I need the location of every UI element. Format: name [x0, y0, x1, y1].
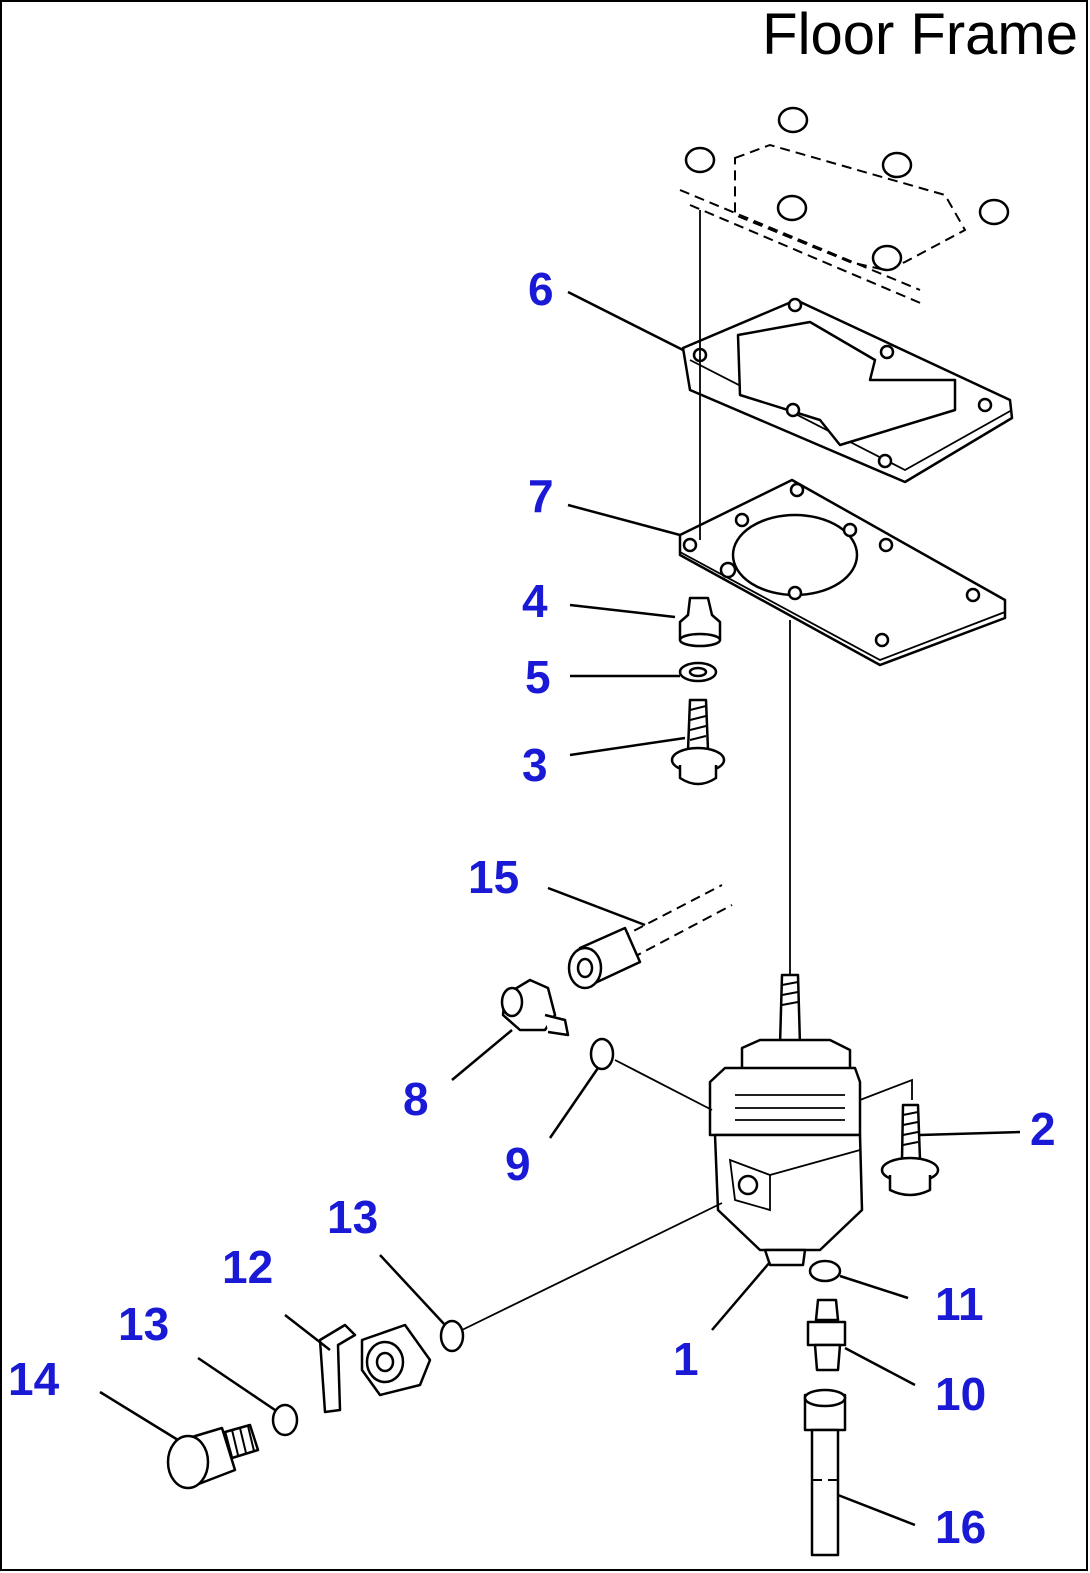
part-16-tube: [803, 1388, 847, 1557]
part-9-oring: [589, 1037, 615, 1071]
callout-3: 3: [522, 739, 548, 791]
connector-oring13-body: [461, 1202, 723, 1331]
part-3-bolt: [670, 698, 726, 786]
callout-7: 7: [528, 470, 554, 522]
callout-12: 12: [222, 1241, 273, 1293]
part-8-elbow: [500, 978, 570, 1037]
part-2-bolt: [880, 1103, 940, 1197]
callout-8: 8: [403, 1073, 429, 1125]
connector-oring9-body: [614, 1059, 713, 1111]
part-13-oring-lower: [271, 1403, 299, 1437]
part-15-hose: [567, 884, 733, 990]
callout-11: 11: [935, 1278, 984, 1330]
diagram-title: Floor Frame: [762, 2, 1078, 67]
callout-2: 2: [1030, 1103, 1056, 1155]
part-6-plate: [681, 297, 1014, 484]
callout-4: 4: [522, 575, 548, 627]
part-5-washer: [678, 661, 718, 683]
callout-14: 14: [8, 1353, 60, 1405]
floor-plate: [679, 106, 1010, 306]
part-12-banjo: [318, 1323, 432, 1414]
callout-10: 10: [935, 1368, 986, 1420]
part-14-banjo-bolt: [166, 1423, 260, 1490]
part-13-oring-upper: [439, 1319, 465, 1353]
part-1-valve-body: [708, 973, 913, 1267]
callout-16: 16: [935, 1501, 986, 1553]
callout-5: 5: [525, 651, 551, 703]
callout-13-lower: 13: [118, 1298, 169, 1350]
leader-lines: [99, 290, 1021, 1527]
callout-1: 1: [673, 1333, 699, 1385]
part-4-stopper: [678, 596, 722, 648]
part-11-oring: [808, 1259, 842, 1283]
callout-labels: 6 7 4 5 3 15 8 9 2 13 12 13 14 1 11 10 1…: [8, 263, 1056, 1553]
callout-13-upper: 13: [327, 1191, 378, 1243]
callout-15: 15: [468, 851, 519, 903]
callout-9: 9: [505, 1138, 531, 1190]
part-10-fitting: [806, 1298, 847, 1372]
callout-6: 6: [528, 263, 554, 315]
part-7-flange: [678, 478, 1007, 667]
